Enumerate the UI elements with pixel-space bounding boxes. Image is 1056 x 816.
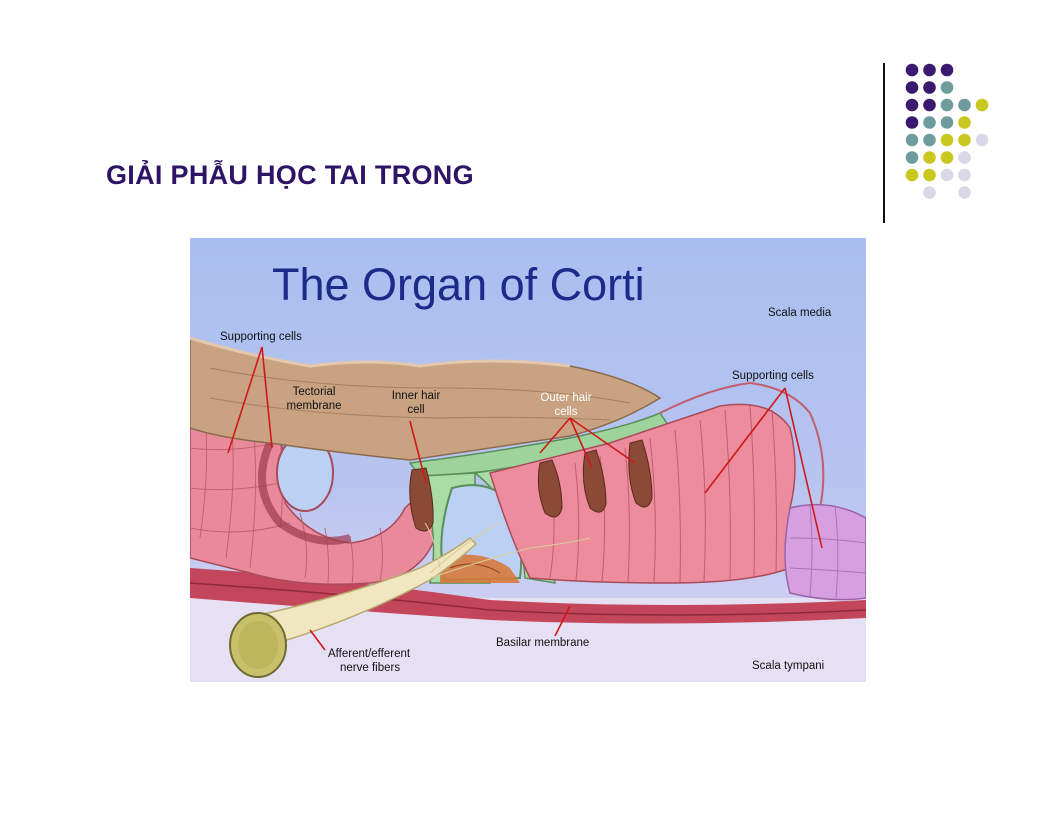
label-scala-tympani: Scala tympani xyxy=(752,660,824,672)
decor-dot xyxy=(905,63,919,77)
label-supporting-cells-left: Supporting cells xyxy=(220,331,302,343)
decor-dot xyxy=(905,168,919,182)
decor-dot xyxy=(905,116,919,129)
inner-hair-cell xyxy=(409,467,434,532)
decor-dot xyxy=(958,116,971,129)
label-pointers xyxy=(227,346,823,651)
label-outer-hair-1: Outer hair xyxy=(540,392,591,404)
label-basilar-membrane: Basilar membrane xyxy=(496,637,589,649)
label-inner-hair-2: cell xyxy=(407,404,424,416)
label-tectorial-2: membrane xyxy=(287,400,342,412)
decor-dot xyxy=(940,151,954,164)
label-nerve-1: Afferent/efferent xyxy=(328,648,411,660)
decor-dot xyxy=(923,151,936,164)
diagram-title: The Organ of Corti xyxy=(272,259,645,310)
label-outer-hair-2: cells xyxy=(554,406,577,418)
decor-dot xyxy=(940,116,954,129)
decor-dot xyxy=(923,81,936,94)
nerve-fiber-bundle xyxy=(243,537,478,649)
decor-dot xyxy=(958,98,971,112)
outer-hair-cells xyxy=(537,439,653,518)
decor-dot xyxy=(905,98,919,112)
organ-of-corti-diagram: The Organ of Corti Scala media Supportin… xyxy=(190,238,866,682)
slide-title: GIẢI PHẪU HỌC TAI TRONG xyxy=(106,160,474,190)
decor-dot xyxy=(940,63,954,77)
label-inner-hair-1: Inner hair xyxy=(392,390,441,402)
label-scala-media: Scala media xyxy=(768,307,832,319)
decor-dot xyxy=(923,63,936,77)
decor-dot xyxy=(923,168,936,182)
outer-supporting-cells xyxy=(784,503,866,601)
decor-dot xyxy=(940,168,954,182)
divider-line xyxy=(883,63,885,223)
decor-dot xyxy=(958,168,971,182)
decor-dot xyxy=(940,98,954,112)
decor-dot xyxy=(975,98,989,112)
decor-dot xyxy=(923,116,936,129)
decor-dot xyxy=(905,81,919,94)
decor-dot xyxy=(940,133,954,147)
label-tectorial-1: Tectorial xyxy=(293,386,336,398)
decor-dot xyxy=(958,186,971,199)
label-supporting-cells-right: Supporting cells xyxy=(732,370,814,382)
label-nerve-2: nerve fibers xyxy=(340,662,400,674)
decor-dot xyxy=(958,151,971,164)
decor-dot xyxy=(905,133,919,147)
decor-dot xyxy=(905,151,919,164)
decor-dot xyxy=(940,81,954,94)
decor-dot xyxy=(923,98,936,112)
decor-dot xyxy=(975,133,989,147)
decor-dot xyxy=(958,133,971,147)
decor-dot xyxy=(923,133,936,147)
decor-dot xyxy=(923,186,936,199)
